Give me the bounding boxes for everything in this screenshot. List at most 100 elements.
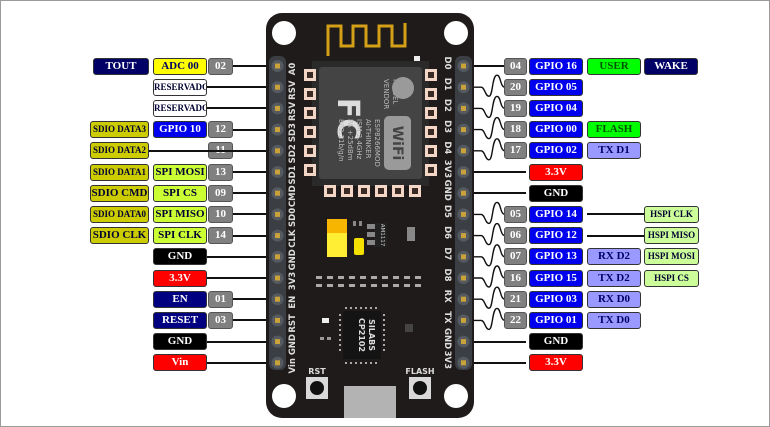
pin-label-user: USER	[587, 57, 641, 75]
regulator-leg	[367, 224, 375, 229]
chip-pin	[355, 362, 357, 364]
pin-label-tout: TOUT	[93, 57, 149, 75]
regulator-label: AM1117	[379, 224, 385, 247]
smd-resistor	[360, 284, 366, 287]
pin-label-flash: FLASH	[587, 121, 641, 139]
chip-pin	[365, 362, 367, 364]
smd-resistor	[393, 276, 399, 279]
chip-pin	[375, 362, 377, 364]
left-connector-line	[207, 107, 266, 110]
flash-button-label: FLASH	[405, 367, 434, 376]
small-capacitor	[354, 238, 364, 255]
pin-label-sdio-data3: SDIO DATA3	[90, 121, 149, 139]
chip-pin	[383, 314, 385, 316]
pin-label-gpio-10: GPIO 10	[153, 121, 207, 139]
smd-resistor	[404, 276, 410, 279]
header-pin-pad	[461, 127, 466, 133]
pin-number-19: 19	[504, 99, 527, 117]
pin-label-spi-cs: SPI CS	[153, 184, 207, 202]
chip-pin	[383, 339, 385, 341]
board-pin-label-left: SD2	[288, 144, 298, 163]
pin-number-21: 21	[504, 290, 527, 308]
module-pad-hole	[428, 91, 434, 97]
smd-resistor	[415, 284, 421, 287]
pin-label-gpio-12: GPIO 12	[529, 227, 583, 245]
pin-label-hspi-miso: HSPI MISO	[644, 227, 699, 245]
regulator-body	[374, 223, 387, 247]
pin-label-reset: RESET	[153, 311, 207, 329]
header-pin-pad	[461, 190, 466, 196]
chip-pin	[339, 324, 341, 326]
chip-pin	[365, 307, 367, 309]
tantalum-capacitor-body	[327, 233, 347, 257]
pin-number-05: 05	[504, 205, 527, 223]
board-pin-label-left: CLK	[288, 229, 298, 248]
wavy-connector-line	[474, 201, 506, 225]
module-pad-hole	[327, 188, 333, 194]
regulator-tab	[407, 227, 415, 241]
left-connector-line	[233, 319, 266, 322]
hspi-connector-line	[587, 213, 644, 216]
module-pad-hole	[307, 167, 313, 173]
module-pad-hole	[428, 129, 434, 135]
board-pin-label-left: SD1	[288, 165, 298, 184]
pin-label-sdio-cmd: SDIO CMD	[90, 184, 149, 202]
header-pin-pad	[275, 169, 280, 175]
pin-label-gpio-15: GPIO 15	[529, 269, 583, 287]
module-pad-hole	[307, 129, 313, 135]
smd-resistor	[404, 284, 410, 287]
chip-pin	[345, 362, 347, 364]
board-pin-label-left: A0	[288, 63, 298, 76]
chip-pin	[383, 324, 385, 326]
chip-pin	[360, 362, 362, 364]
board-pin-label-right: GND	[442, 328, 452, 349]
wifi-logo-bg	[384, 116, 411, 170]
left-connector-line	[233, 128, 266, 131]
pin-label-3-3v: 3.3V	[529, 163, 583, 181]
pin-label-tx-d1: TX D1	[587, 142, 641, 160]
wavy-connector-line	[474, 265, 506, 288]
header-pin-pad	[275, 148, 280, 154]
pin-label-gpio-13: GPIO 13	[529, 248, 583, 266]
header-pin-pad	[461, 84, 466, 90]
regulator-leg	[367, 232, 375, 237]
board-pin-label-right: D6	[442, 226, 452, 239]
left-connector-line	[207, 86, 266, 89]
header-pin-pad	[275, 105, 280, 111]
pin-number-09: 09	[208, 184, 233, 202]
mounting-hole	[272, 21, 296, 45]
pin-label-reservado: RESERVADO	[153, 78, 207, 96]
chip-pin	[370, 362, 372, 364]
board-pin-label-right: D1	[442, 78, 452, 91]
header-pin-pad	[275, 233, 280, 239]
board-pin-label-left: GND	[288, 249, 298, 270]
board-pin-label-left: EN	[288, 296, 298, 309]
micro-usb-connector	[344, 386, 396, 418]
header-pin-pad	[461, 105, 466, 111]
chip-pin	[350, 362, 352, 364]
pin-label-adc-00: ADC 00	[153, 57, 207, 75]
pin-number-17: 17	[504, 142, 527, 160]
board-pin-label-right: D2	[442, 99, 452, 112]
header-pin-pad	[275, 339, 280, 345]
pin-label-gpio-05: GPIO 05	[529, 78, 583, 96]
pin-number-13: 13	[208, 163, 233, 181]
pin-number-18: 18	[504, 121, 527, 139]
chip-pin	[370, 307, 372, 309]
module-pad-hole	[428, 167, 434, 173]
header-pin-pad	[275, 84, 280, 90]
module-pad-hole	[428, 72, 434, 78]
board-pin-label-left: RSV	[288, 80, 298, 100]
module-pad-hole	[307, 110, 313, 116]
left-connector-line	[233, 213, 266, 216]
right-connector-line	[474, 340, 526, 343]
smd-resistor	[316, 284, 322, 287]
header-pin-pad	[275, 63, 280, 69]
chip-pin	[383, 329, 385, 331]
pin-label-sdio-clk: SDIO CLK	[90, 227, 149, 245]
board-pin-label-right: 3V3	[442, 160, 452, 178]
pin-label-gpio-01: GPIO 01	[529, 311, 583, 329]
board-pin-label-right: D3	[442, 120, 452, 133]
pin-label-spi-clk: SPI CLK	[153, 227, 207, 245]
